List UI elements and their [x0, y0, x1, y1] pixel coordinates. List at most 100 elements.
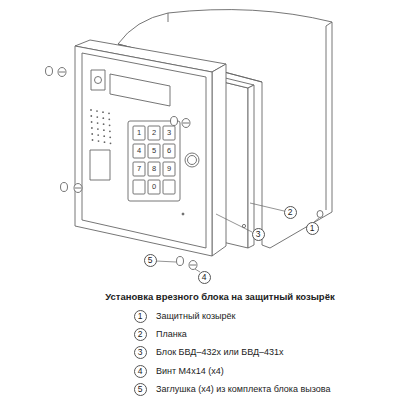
speaker-grille [90, 109, 111, 144]
key-digit: 9 [167, 165, 171, 173]
block-side [212, 64, 226, 256]
grille-hole [96, 116, 98, 118]
leader-line [250, 203, 284, 211]
camera [91, 70, 105, 90]
callout-number: 3 [138, 348, 143, 357]
key-digit: 4 [137, 147, 141, 155]
camera-lens [95, 77, 102, 84]
grille-hole [97, 128, 99, 130]
screw [74, 184, 82, 193]
key-digit: 1 [137, 129, 141, 137]
callout-circle: 5 [134, 383, 147, 396]
callout-number: 5 [148, 256, 153, 265]
screw [58, 68, 66, 77]
callout-circle: 4 [198, 271, 211, 284]
key [133, 162, 145, 176]
callout-number: 2 [138, 330, 143, 339]
part-name: Винт М4х14 (х4) [156, 367, 224, 376]
callout-circle: 4 [134, 365, 147, 378]
grille-hole [92, 139, 94, 141]
key-digit: 3 [167, 129, 171, 137]
grille-hole [108, 118, 110, 120]
grille-hole [91, 121, 93, 123]
callout-circle: 2 [284, 206, 297, 219]
grille-hole [108, 112, 110, 114]
callout-circle: 5 [144, 254, 157, 267]
key [163, 144, 175, 158]
plug [46, 67, 53, 76]
grille-hole [97, 122, 99, 124]
plank-side [248, 85, 254, 248]
keypad-keys [133, 126, 175, 194]
callout-circle: 1 [306, 222, 319, 235]
key [148, 180, 160, 194]
part-name: Блок БВД–432х или БВД–431х [156, 348, 284, 357]
call-button [185, 153, 199, 167]
callout-circle: 3 [252, 228, 265, 241]
block-face [75, 46, 212, 256]
callout-number: 4 [202, 273, 207, 282]
grille-hole [104, 141, 106, 143]
key-digit: 8 [152, 165, 156, 173]
screw-slot [183, 123, 189, 124]
diagram-title: Установка врезного блока на защитный коз… [105, 292, 334, 302]
callout-circle: 3 [134, 346, 147, 359]
callout-number: 5 [138, 385, 143, 394]
visor-screw [317, 211, 323, 218]
grille-hole [103, 135, 105, 137]
screw-slot [190, 265, 196, 266]
leader-line [216, 214, 252, 232]
grille-hole [97, 134, 99, 136]
key-digit: 7 [137, 165, 141, 173]
grille-hole [109, 130, 111, 132]
screw [189, 261, 197, 270]
plug [61, 183, 68, 192]
key [163, 180, 175, 194]
grille-hole [90, 115, 92, 117]
key-digit: 0 [152, 183, 156, 191]
grille-hole [103, 123, 105, 125]
leader-line [156, 261, 176, 262]
keypad-bezel [128, 121, 180, 201]
key [148, 144, 160, 158]
leader-line [195, 269, 200, 272]
grille-hole [102, 111, 104, 113]
key-digit: 5 [152, 147, 156, 155]
block-bevel [82, 53, 206, 248]
grille-hole [91, 127, 93, 129]
part-name: Планка [156, 330, 187, 339]
key [148, 162, 160, 176]
key-digit: 2 [152, 129, 156, 137]
display [110, 74, 170, 106]
key [133, 180, 145, 194]
grille-hole [91, 133, 93, 135]
grille-hole [110, 142, 112, 144]
key [133, 144, 145, 158]
screw-slot [75, 188, 81, 189]
grille-hole [109, 136, 111, 138]
callout-number: 2 [288, 208, 293, 217]
grille-hole [102, 117, 104, 119]
leader-line [314, 218, 319, 222]
indicator [182, 213, 184, 215]
screw [182, 119, 190, 128]
card-reader [90, 150, 110, 180]
key [148, 126, 160, 140]
call-button-ring [188, 156, 197, 165]
callout-number: 4 [138, 367, 143, 376]
grille-hole [109, 124, 111, 126]
callout-number: 3 [256, 230, 261, 239]
grille-hole [98, 140, 100, 142]
key [163, 162, 175, 176]
key-digit: 6 [167, 147, 171, 155]
grille-hole [103, 129, 105, 131]
grille-hole [90, 109, 92, 111]
part-name: Заглушка (х4) из комплекта блока вызова [156, 385, 330, 394]
callout-number: 1 [310, 224, 315, 233]
callout-number: 1 [138, 312, 143, 321]
key [133, 126, 145, 140]
plug [177, 257, 184, 266]
plug [171, 117, 178, 126]
screw-slot [59, 72, 65, 73]
